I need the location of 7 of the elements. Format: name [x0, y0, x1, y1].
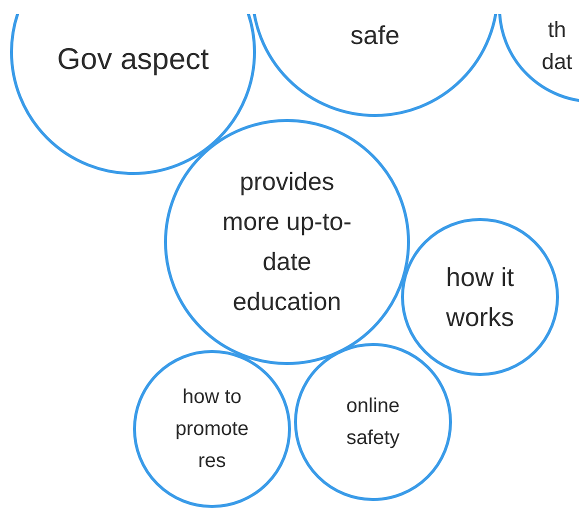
topic-label: provides more up-to-date education — [221, 167, 353, 318]
topic-label: th dat — [540, 16, 574, 76]
topic-label: how it works — [445, 261, 515, 334]
topic-label: online safety — [345, 394, 401, 451]
topic-label: safe — [349, 19, 401, 52]
topic-label: how to promote res — [174, 385, 250, 474]
topic-label: Gov aspect — [56, 42, 210, 78]
